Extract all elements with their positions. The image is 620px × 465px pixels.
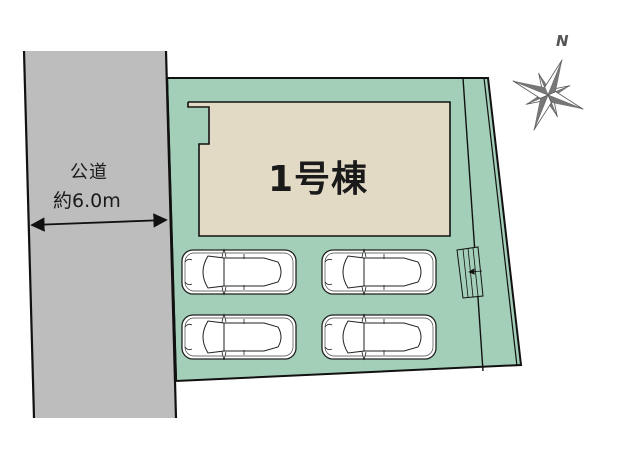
car-icon bbox=[181, 313, 297, 361]
car-icon bbox=[321, 313, 437, 361]
building-1 bbox=[187, 101, 451, 237]
road-width-dimension-arrow bbox=[30, 213, 168, 232]
public-road bbox=[22, 50, 178, 419]
car-icon bbox=[321, 248, 437, 296]
road-label: 公道 bbox=[70, 162, 108, 183]
car-icon bbox=[181, 248, 297, 296]
north-label: N bbox=[556, 32, 569, 50]
entrance-steps bbox=[456, 246, 484, 299]
building-label: 1号棟 bbox=[268, 159, 369, 200]
compass-rose-icon bbox=[512, 59, 584, 131]
road-width-label: 約6.0m bbox=[53, 190, 121, 212]
